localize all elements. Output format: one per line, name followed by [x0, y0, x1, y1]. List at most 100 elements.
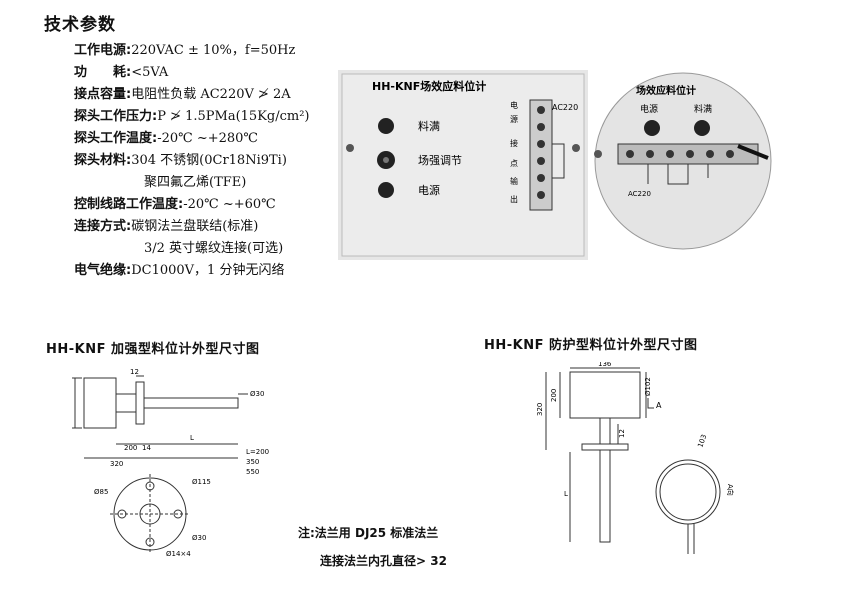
a-view-circle	[655, 459, 721, 554]
circle-ac-label: AC220	[628, 190, 651, 198]
probe-outline	[143, 397, 239, 409]
circle-label-power: 电源	[640, 103, 658, 115]
spec-row: 功 耗:<5VA	[74, 62, 310, 84]
circle-detail-photo: 场效应料位计 电源 料满 AC220	[594, 72, 772, 250]
panel-label-full: 料满	[418, 119, 440, 133]
spec-label: 连接方式:	[74, 219, 132, 234]
dim-12: 12	[130, 368, 139, 376]
output-wire	[552, 143, 565, 179]
panel-title: HH-KNF场效应料位计	[372, 79, 486, 93]
right-dimension-drawing: 136 200 320 Ø102 A 12 L 103 A向	[536, 362, 735, 554]
note-line-2: 连接法兰内孔直径> 32	[320, 554, 447, 568]
protective-housing	[569, 371, 641, 419]
side-label-1: 源	[510, 115, 518, 124]
dim-14x4: Ø14×4	[166, 550, 191, 558]
spec-label: 接点容量:	[74, 87, 132, 102]
circle-power-led	[644, 120, 660, 136]
dim-L: L	[190, 434, 194, 442]
dim-L: L	[564, 490, 568, 498]
section-title-right: HH-KNF 防护型料位计外型尺寸图	[484, 338, 698, 353]
dim-30: Ø30	[250, 390, 264, 398]
dim-103: 103	[696, 433, 708, 448]
spec-label: 探头材料:	[74, 153, 132, 168]
spec-row: 接点容量:电阻性负载 AC220V ≯ 2A	[74, 84, 310, 106]
terminal-block	[529, 99, 553, 211]
dim-136: 136	[598, 362, 612, 368]
circle-title: 场效应料位计	[636, 84, 696, 97]
spec-label: 功 耗:	[74, 65, 132, 80]
protective-probe	[599, 449, 611, 543]
left-dimension-drawing: 140 12 Ø30 200 14 L 320 L=200 350 550 Ø8…	[72, 368, 269, 558]
power-indicator-led	[378, 182, 394, 198]
side-label-2: 接	[510, 138, 518, 148]
side-label-0: 电	[510, 100, 518, 110]
page-title: 技术参数	[44, 15, 116, 35]
spec-label: 工作电源:	[74, 43, 132, 58]
protective-flange	[581, 443, 629, 451]
dim-115: Ø115	[192, 478, 211, 486]
spec-value: P ≯ 1.5PMa(15Kg/cm²)	[157, 109, 310, 124]
flange-outline	[135, 381, 145, 425]
side-label-3: 点	[510, 159, 518, 168]
dim-14: 14	[142, 444, 151, 452]
dim-200: 200	[124, 444, 137, 452]
spec-value: -20℃ ~+60℃	[183, 197, 276, 212]
mount-hole-left	[346, 144, 354, 152]
spec-value: 聚四氟乙烯(TFE)	[144, 175, 247, 190]
spec-label: 控制线路工作温度:	[74, 197, 184, 212]
circle-terminals	[626, 150, 734, 158]
housing-outline	[83, 377, 117, 429]
panel-ac-label: AC220	[552, 103, 578, 112]
dim-L-value-1: 350	[246, 458, 259, 466]
full-indicator-led	[378, 118, 394, 134]
dim-12: 12	[618, 429, 626, 438]
dim-A-view: A向	[726, 484, 735, 496]
circle-wires	[647, 164, 709, 185]
spec-value: 3/2 英寸螺纹连接(可选)	[144, 241, 284, 256]
panel-photo: HH-KNF场效应料位计 料满 场强调节 电源 电 源 接 点 输 出 AC22…	[338, 70, 588, 260]
section-title-left: HH-KNF 加强型料位计外型尺寸图	[46, 342, 260, 357]
circle-cable	[737, 144, 769, 160]
panel-label-power: 电源	[418, 183, 440, 197]
dim-102: Ø102	[644, 377, 652, 396]
circle-label-full: 料满	[694, 103, 712, 115]
spec-row: 电气绝缘:DC1000V，1 分钟无闪络	[74, 260, 310, 282]
note-line-1: 注:法兰用 DJ25 标准法兰	[298, 526, 439, 540]
spec-row: 连接方式:碳钢法兰盘联结(标准)	[74, 216, 310, 238]
spec-value: 碳钢法兰盘联结(标准)	[131, 219, 259, 234]
dim-85: Ø85	[94, 488, 108, 496]
dim-320: 320	[110, 460, 123, 468]
circle-full-led	[694, 120, 710, 136]
neck-outline	[115, 393, 137, 413]
protective-neck	[599, 417, 611, 445]
spec-value: <5VA	[131, 65, 169, 80]
spec-row: 探头工作温度:-20℃ ~+280℃	[74, 128, 310, 150]
spec-label: 电气绝缘:	[74, 263, 132, 278]
spec-label: 探头工作压力:	[74, 109, 158, 124]
dim-L-value-0: L=200	[246, 448, 269, 456]
dim-L-value-2: 550	[246, 468, 259, 476]
dim-A: A	[656, 401, 662, 410]
spec-row: 探头工作压力:P ≯ 1.5PMa(15Kg/cm²)	[74, 106, 310, 128]
dim-200: 200	[550, 389, 558, 402]
spec-row: 控制线路工作温度:-20℃ ~+60℃	[74, 194, 310, 216]
dim-30b: Ø30	[192, 534, 206, 542]
spec-value: 304 不锈钢(0Cr18Ni9Ti)	[131, 153, 287, 168]
circle-screw-left	[594, 150, 602, 158]
flange-top-view	[110, 474, 190, 554]
spec-value: DC1000V，1 分钟无闪络	[131, 263, 285, 278]
spec-label: 探头工作温度:	[74, 131, 158, 146]
side-label-5: 出	[510, 194, 518, 204]
mount-hole-right	[572, 144, 580, 152]
spec-value: 电阻性负载 AC220V ≯ 2A	[131, 87, 291, 102]
panel-label-adjust: 场强调节	[418, 153, 462, 167]
adjust-knob-center	[383, 157, 389, 163]
spec-value: -20℃ ~+280℃	[157, 131, 258, 146]
spec-row: 工作电源:220VAC ± 10%，f=50Hz	[74, 40, 310, 62]
spec-row: 聚四氟乙烯(TFE)	[74, 172, 310, 194]
dim-320: 320	[536, 403, 544, 416]
spec-row: 探头材料:304 不锈钢(0Cr18Ni9Ti)	[74, 150, 310, 172]
spec-value: 220VAC ± 10%，f=50Hz	[131, 43, 296, 58]
side-label-4: 输	[510, 176, 518, 186]
